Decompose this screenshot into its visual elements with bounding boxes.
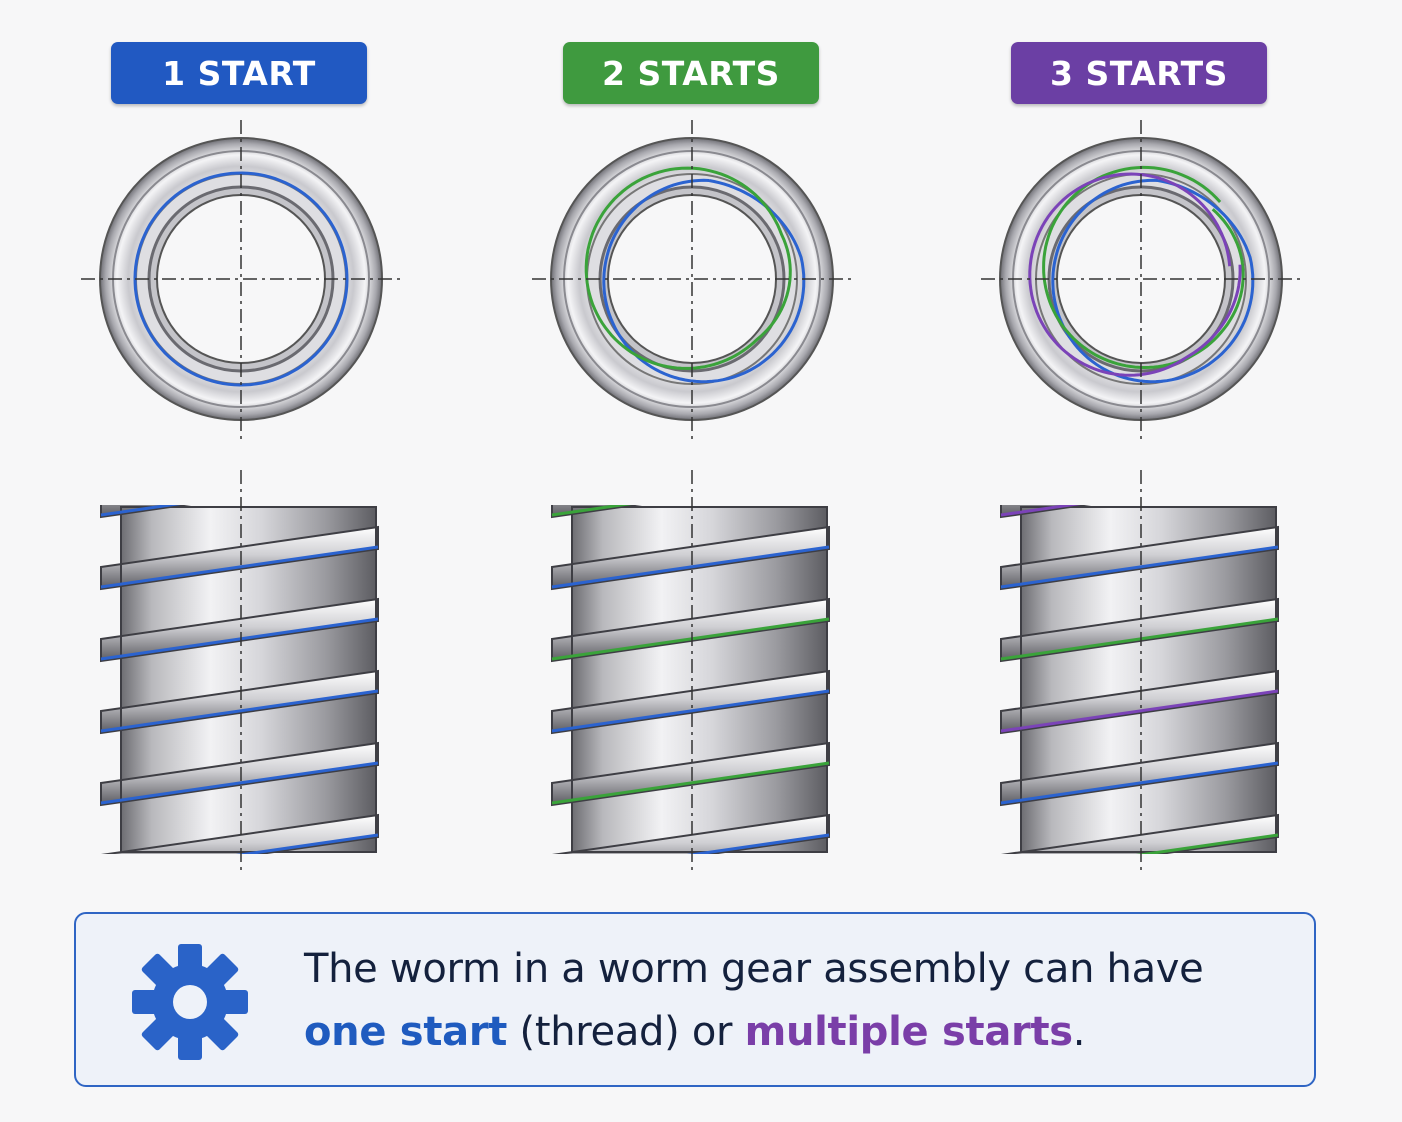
thread-flank	[100, 525, 379, 591]
worm-diagram-3-starts	[981, 120, 1301, 875]
thread-helix-line	[551, 761, 830, 805]
worm-outline	[120, 506, 377, 853]
thread-helix-line	[1000, 689, 1279, 733]
caption-line1: The worm in a worm gear assembly can hav…	[304, 946, 1204, 992]
thread-flank	[100, 669, 379, 735]
thread-path-end-view	[1028, 172, 1242, 377]
thread-flank	[1000, 741, 1279, 807]
thread-flank	[1000, 669, 1279, 735]
thread-helix-line	[551, 617, 830, 661]
badge-label: 2 STARTS	[602, 53, 780, 93]
end-view	[81, 120, 401, 440]
badge-label: 3 STARTS	[1050, 53, 1228, 93]
thread-flank	[100, 741, 379, 807]
thread-helix-line	[100, 617, 379, 661]
thread-helix-line	[686, 833, 830, 854]
thread-helix-line	[100, 505, 181, 517]
worm-diagram-2-starts	[532, 120, 852, 875]
thread-path-end-view	[133, 171, 349, 387]
info-caption: The worm in a worm gear assembly can hav…	[304, 938, 1304, 1064]
thread-helix-line	[100, 761, 379, 805]
end-view	[532, 120, 852, 440]
thread-helix-line	[551, 689, 830, 733]
thread-helix-line	[551, 505, 632, 517]
caption-middle: (thread) or	[507, 1009, 745, 1055]
caption-one-start: one start	[304, 1009, 508, 1055]
badge-1-start: 1 START	[111, 42, 367, 104]
badge-label: 1 START	[162, 53, 316, 93]
gear-icon	[132, 944, 248, 1060]
badge-2-starts: 2 STARTS	[563, 42, 819, 104]
badge-3-starts: 3 STARTS	[1011, 42, 1267, 104]
caption-multiple-starts: multiple starts	[744, 1009, 1073, 1055]
thread-helix-line	[1000, 545, 1279, 589]
thread-path-end-view	[1042, 165, 1245, 370]
caption-end: .	[1072, 1009, 1086, 1055]
thread-flank	[551, 741, 830, 807]
thread-flank	[551, 597, 830, 663]
thread-flank	[100, 597, 379, 663]
side-view	[551, 470, 830, 875]
thread-path-end-view	[1051, 178, 1255, 384]
info-panel: The worm in a worm gear assembly can hav…	[74, 912, 1316, 1087]
worm-diagram-1-start	[81, 120, 401, 875]
thread-path-end-view	[584, 166, 792, 370]
thread-helix-line	[1135, 833, 1279, 854]
thread-path-end-view	[602, 178, 806, 384]
thread-helix-line	[551, 545, 830, 589]
worm-outline	[1020, 506, 1277, 853]
thread-flank	[1000, 597, 1279, 663]
thread-helix-line	[1000, 617, 1279, 661]
side-view	[1000, 470, 1279, 875]
thread-helix-line	[100, 545, 379, 589]
thread-helix-line	[1000, 505, 1081, 517]
side-view	[100, 470, 379, 875]
thread-helix-line	[1000, 761, 1279, 805]
thread-flank	[551, 525, 830, 591]
end-view	[981, 120, 1301, 440]
thread-flank	[1000, 525, 1279, 591]
thread-helix-line	[235, 833, 379, 854]
thread-helix-line	[100, 689, 379, 733]
worm-outline	[571, 506, 828, 853]
thread-flank	[551, 669, 830, 735]
